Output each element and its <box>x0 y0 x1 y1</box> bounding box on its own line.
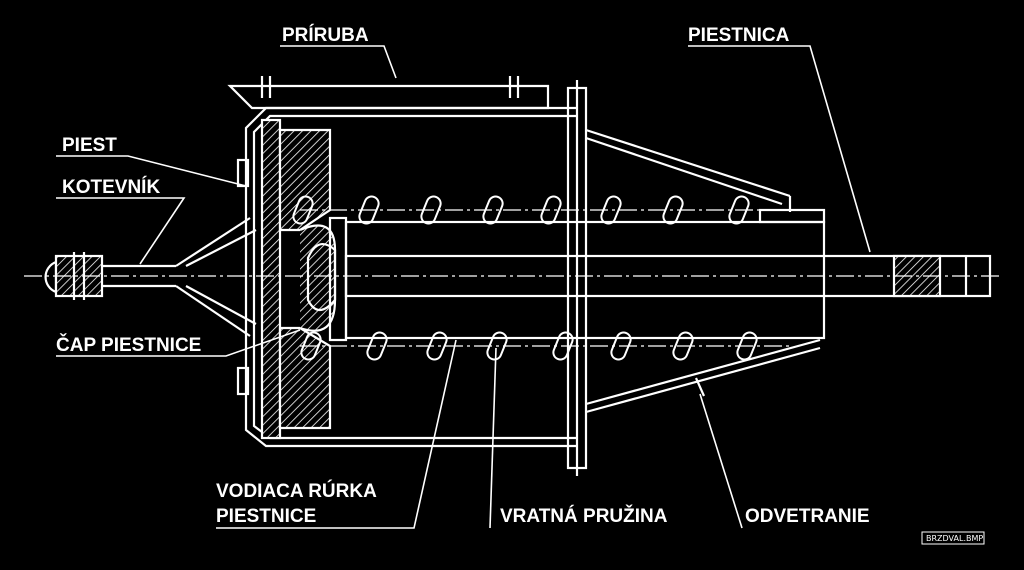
label-odvetranie: ODVETRANIE <box>745 506 870 527</box>
label-piestnica: PIESTNICA <box>688 25 790 46</box>
label-piest: PIEST <box>62 135 117 156</box>
file-badge-text: BRZDVAL.BMP <box>926 534 983 543</box>
spring-top-coils <box>292 195 750 225</box>
piston <box>236 118 337 440</box>
anchor-rod <box>44 217 257 337</box>
cylinder-housing <box>244 80 821 476</box>
spring-bottom-coils <box>300 331 758 361</box>
file-badge: BRZDVAL.BMP <box>921 531 985 545</box>
drawing-geometry <box>24 76 1000 476</box>
label-vodiaca-rurka-line1: VODIACA RÚRKA <box>216 480 377 502</box>
leader-lines <box>56 45 871 529</box>
center-lines <box>24 209 1000 347</box>
flange <box>227 76 550 110</box>
label-priruba: PRÍRUBA <box>282 24 369 46</box>
return-spring <box>292 195 758 361</box>
label-kotevnik: KOTEVNÍK <box>62 176 160 198</box>
label-vodiaca-rurka-line2: PIESTNICE <box>216 506 316 527</box>
label-vratna-pruzina: VRATNÁ PRUŽINA <box>500 505 668 527</box>
piston-rod <box>328 208 992 342</box>
label-cap-piestnice: ČAP PIESTNICE <box>56 334 201 356</box>
